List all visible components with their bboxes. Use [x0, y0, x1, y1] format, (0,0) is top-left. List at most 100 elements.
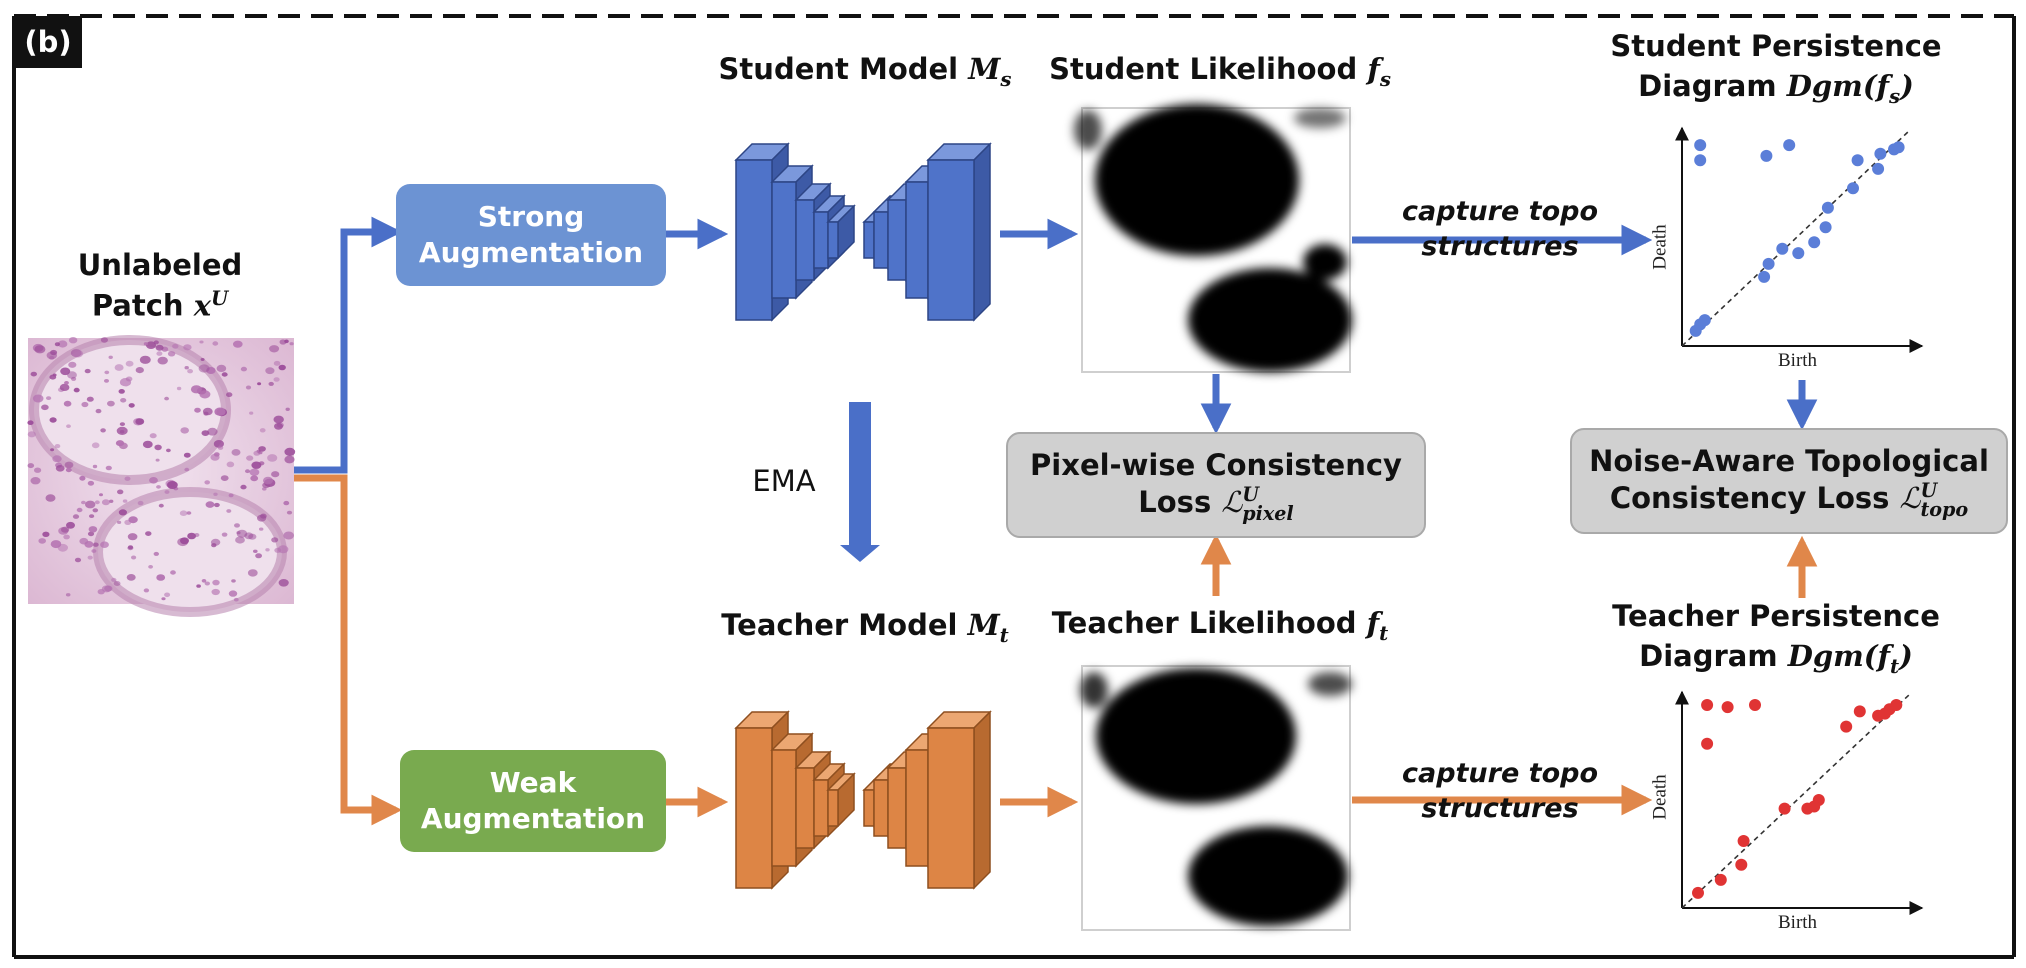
- arrow-patch-to-strong: [294, 216, 403, 474]
- nucleus-dot: [49, 417, 57, 423]
- nucleus-dot: [283, 531, 295, 540]
- nucleus-dot: [139, 355, 151, 364]
- nucleus-dot: [246, 455, 254, 461]
- nucleus-dot: [135, 367, 144, 374]
- nucleus-dot: [126, 574, 136, 581]
- nucleus-dot: [284, 447, 296, 456]
- student-pd-y-label: Death: [1649, 224, 1671, 270]
- nucleus-dot: [205, 501, 215, 508]
- nucleus-dot: [166, 448, 171, 453]
- teacher-pd-close: ): [1899, 639, 1913, 674]
- nucleus-dot: [101, 499, 110, 506]
- nucleus-dot: [200, 358, 205, 361]
- nucleus-dot: [253, 450, 261, 456]
- nucleus-dot: [187, 369, 194, 374]
- nucleus-dot: [114, 364, 124, 371]
- nucleus-dot: [118, 389, 125, 394]
- nucleus-dot: [251, 461, 262, 469]
- nucleus-dot: [124, 519, 132, 526]
- ema-label: EMA: [752, 464, 816, 498]
- nucleus-dot: [30, 477, 41, 485]
- nucleus-dot: [149, 477, 158, 484]
- nucleus-dot: [156, 351, 163, 356]
- nucleus-dot: [214, 407, 226, 416]
- nucleus-dot: [91, 442, 100, 449]
- input-label: Unlabeled Patch xU: [40, 246, 280, 326]
- nucleus-dot: [135, 418, 145, 425]
- nucleus-dot: [142, 440, 153, 449]
- nucleus-dot: [170, 570, 176, 575]
- nucleus-dot: [213, 492, 218, 496]
- nucleus-dot: [145, 341, 157, 350]
- nucleus-dot: [30, 371, 37, 377]
- nucleus-dot: [199, 340, 204, 344]
- nucleus-dot: [41, 404, 49, 411]
- nucleus-dot: [74, 557, 82, 563]
- teacher-pd-sub: t: [1890, 653, 1900, 678]
- nucleus-dot: [87, 555, 93, 560]
- nucleus-dot: [240, 484, 247, 490]
- network-layer-block: [926, 142, 992, 322]
- pixel-loss-line1: Pixel-wise Consistency: [1030, 447, 1402, 482]
- persistence-point: [1692, 886, 1704, 899]
- arrow-patch-to-weak: [294, 474, 403, 826]
- input-label-line1: Unlabeled: [77, 248, 243, 282]
- nucleus-dot: [217, 445, 224, 450]
- pixel-loss-symbol: ℒ: [1221, 485, 1243, 520]
- nucleus-dot: [231, 579, 236, 583]
- nucleus-dot: [153, 551, 159, 556]
- nucleus-dot: [61, 526, 70, 533]
- nucleus-dot: [265, 367, 275, 375]
- nucleus-dot: [68, 337, 78, 344]
- nucleus-dot: [127, 545, 134, 551]
- nucleus-dot: [164, 592, 171, 598]
- nucleus-dot: [156, 574, 166, 581]
- nucleus-dot: [172, 343, 179, 349]
- nucleus-dot: [109, 499, 114, 503]
- nucleus-dot: [211, 588, 220, 596]
- nucleus-dot: [92, 508, 99, 513]
- nucleus-dot: [190, 385, 202, 394]
- teacher-model-text: Teacher Model: [721, 608, 958, 642]
- nucleus-dot: [180, 537, 189, 545]
- nucleus-dot: [196, 584, 201, 588]
- persistence-point: [1878, 707, 1891, 720]
- persistence-point: [1872, 162, 1885, 175]
- nucleus-dot: [273, 377, 280, 382]
- nucleus-dot: [55, 465, 65, 472]
- nucleus-dot: [50, 540, 62, 549]
- nucleus-dot: [283, 500, 290, 506]
- nucleus-dot: [120, 398, 127, 403]
- nucleus-dot: [271, 537, 279, 543]
- nucleus-dot: [64, 461, 74, 469]
- nucleus-dot: [137, 500, 144, 506]
- nucleus-dot: [183, 344, 192, 351]
- weak-augmentation-box: Weak Augmentation: [400, 750, 666, 852]
- pixel-loss-word: Loss: [1138, 485, 1212, 520]
- nucleus-dot: [273, 415, 284, 424]
- topo-loss-sub: topo: [1920, 498, 1969, 522]
- nucleus-dot: [108, 355, 113, 359]
- nucleus-dot: [233, 340, 243, 348]
- nucleus-dot: [46, 396, 52, 400]
- nucleus-dot: [187, 532, 197, 540]
- nucleus-dot: [115, 440, 125, 447]
- nucleus-dot: [99, 493, 103, 497]
- student-pd-line1: Student Persistence: [1610, 29, 1942, 63]
- persistence-point: [1714, 873, 1727, 886]
- nucleus-dot: [45, 494, 56, 502]
- persistence-point: [1890, 699, 1903, 711]
- network-layer-block: [926, 710, 992, 890]
- nucleus-dot: [95, 408, 102, 414]
- nucleus-dot: [89, 514, 95, 518]
- pixel-loss-sup: U: [1242, 483, 1259, 507]
- weak-aug-line1: Weak: [489, 765, 577, 799]
- teacher-pd-word: Diagram: [1639, 639, 1778, 674]
- nucleus-dot: [289, 342, 294, 346]
- persistence-point: [1735, 858, 1748, 871]
- nucleus-dot: [117, 489, 124, 495]
- nucleus-dot: [72, 349, 84, 358]
- nucleus-dot: [143, 342, 148, 346]
- nucleus-dot: [100, 337, 108, 343]
